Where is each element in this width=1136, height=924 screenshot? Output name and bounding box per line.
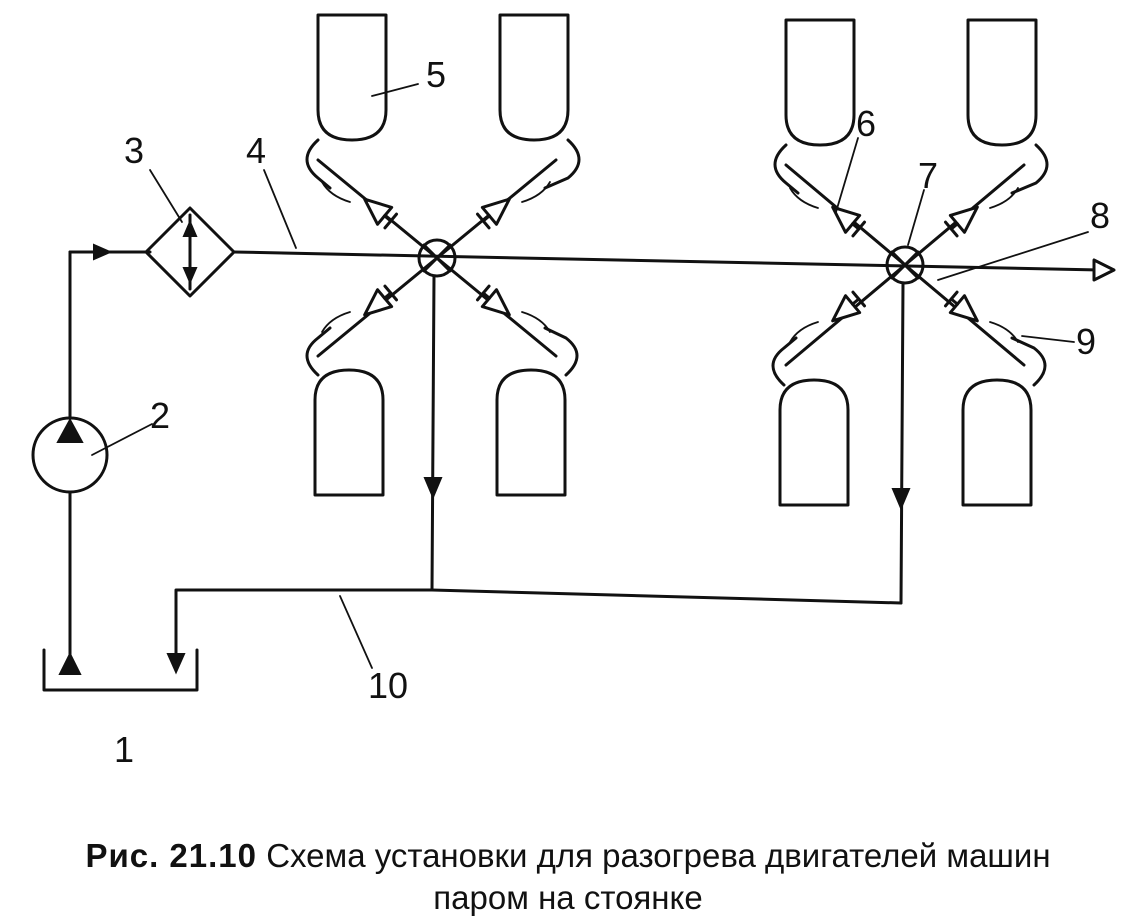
distributor-1 bbox=[316, 158, 558, 358]
return-line bbox=[174, 588, 903, 670]
label-6: 6 bbox=[856, 103, 876, 144]
return-arrow-icon bbox=[166, 653, 186, 675]
figure-caption-line-2: паром на стоянке bbox=[0, 878, 1136, 918]
tank-outlet-arrow-icon bbox=[58, 651, 82, 675]
drain-arrow-icon bbox=[891, 488, 911, 511]
drain-pipe-2 bbox=[899, 281, 905, 605]
engine-group-1 bbox=[305, 13, 581, 497]
caption-prefix: Рис. 21.10 bbox=[85, 837, 258, 874]
distributor-2 bbox=[784, 163, 1026, 367]
flow-arrow-icon bbox=[93, 243, 113, 261]
drain-pipe-1 bbox=[430, 274, 436, 592]
label-7: 7 bbox=[918, 155, 938, 196]
pump-arrow-icon bbox=[56, 417, 84, 443]
label-4: 4 bbox=[246, 130, 266, 171]
tank bbox=[42, 648, 199, 692]
caption-text-line-1: Схема установки для разогрева двигателей… bbox=[266, 837, 1051, 874]
drain-arrow-icon bbox=[423, 477, 443, 500]
steam-heating-diagram: 1 2 3 4 5 6 7 8 9 10 bbox=[31, 13, 1116, 770]
label-2: 2 bbox=[150, 395, 170, 436]
leader-lines bbox=[91, 83, 1089, 669]
caption-text-line-2: паром на стоянке bbox=[433, 879, 703, 916]
label-3: 3 bbox=[124, 130, 144, 171]
engine-group-2 bbox=[771, 18, 1049, 507]
label-1: 1 bbox=[114, 729, 134, 770]
outlet-arrow-icon bbox=[1092, 258, 1116, 282]
label-9: 9 bbox=[1076, 321, 1096, 362]
figure-caption: Рис. 21.10 Схема установки для разогрева… bbox=[0, 836, 1136, 876]
label-5: 5 bbox=[426, 54, 446, 95]
filter bbox=[144, 206, 236, 298]
label-10: 10 bbox=[368, 665, 408, 706]
main-steam-line bbox=[232, 250, 1102, 272]
label-8: 8 bbox=[1090, 195, 1110, 236]
